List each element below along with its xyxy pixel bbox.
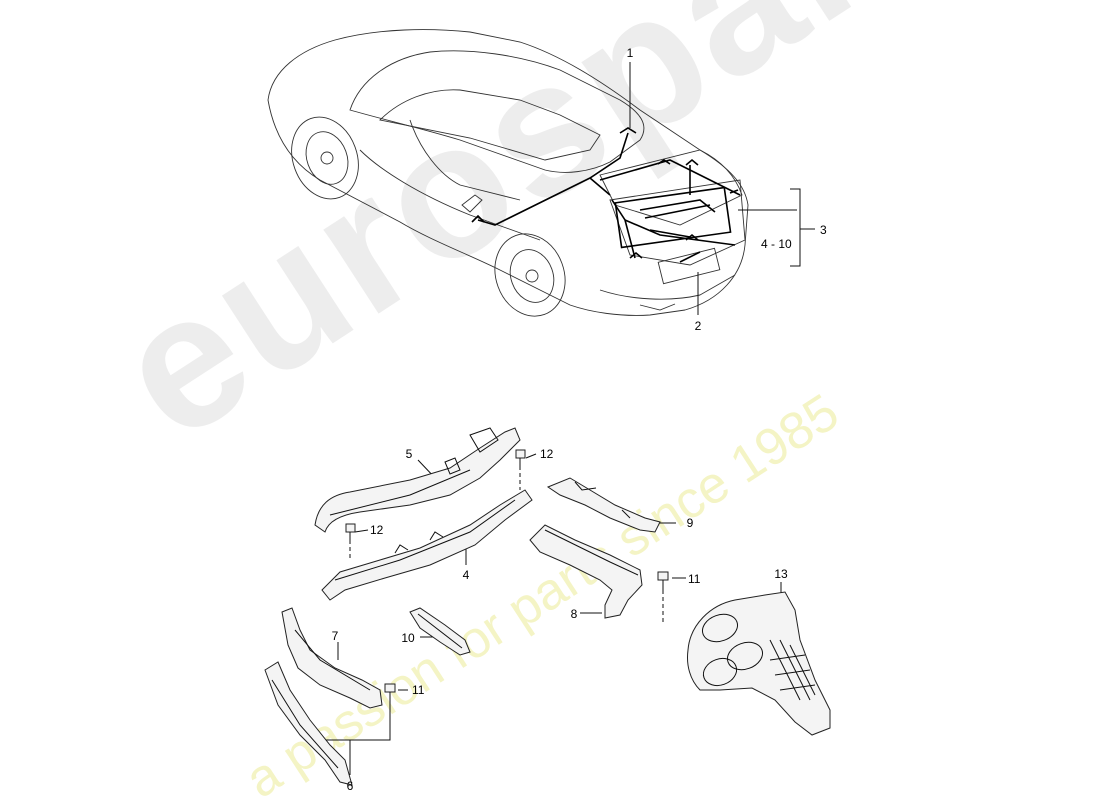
car-illustration [267,29,749,317]
part-9-bracket [546,477,661,533]
screw-11-lower [384,683,396,704]
callout-11-lower: 11 [412,683,425,697]
screw-12-lower [345,523,356,542]
callout-9: 9 [687,516,694,530]
callout-11-upper: 11 [688,572,701,586]
wiring-harness [471,127,741,263]
part-6-channel [264,661,353,786]
callout-13: 13 [774,567,788,581]
callout-6: 6 [347,779,354,793]
callout-10: 10 [401,631,415,645]
callout-5: 5 [406,447,413,461]
callout-12-upper: 12 [540,447,554,461]
callout-4-10: 4 - 10 [761,237,792,251]
screw-12-upper [515,449,526,468]
screw-11-upper [657,571,669,590]
part-7-channel [281,607,383,709]
part-13-bracket [687,591,831,736]
callout-12-lower: 12 [370,523,384,537]
callout-4: 4 [463,568,470,582]
part-8-bracket [529,524,643,619]
callout-8: 8 [571,607,578,621]
part-5-cable-channel [314,427,521,533]
callout-1: 1 [627,46,634,60]
rear-wheel [494,233,566,317]
callout-2: 2 [695,319,702,333]
callout-7: 7 [332,629,339,643]
part-4-cable-channel [321,489,533,601]
front-wheel [291,116,359,200]
callout-3: 3 [820,223,827,237]
part-10-clip [409,607,471,656]
